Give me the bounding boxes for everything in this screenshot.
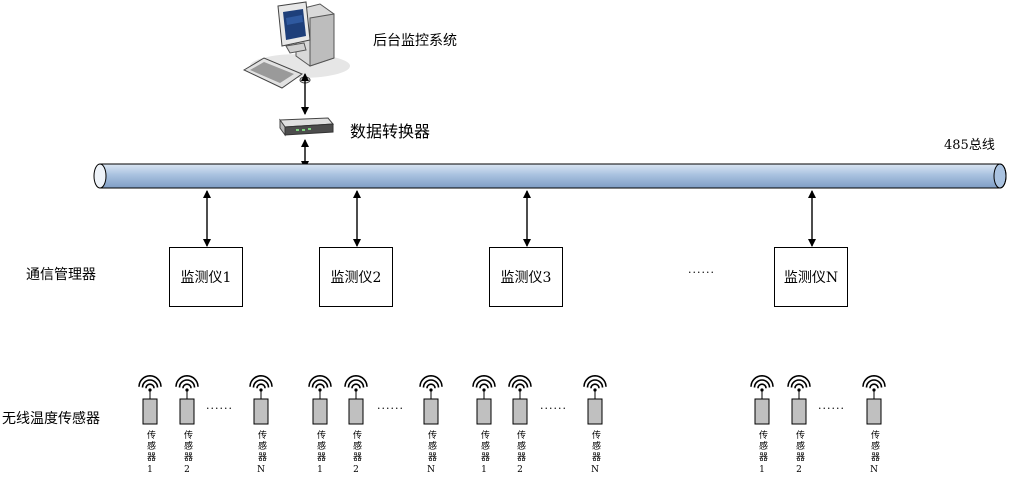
monitor-label: 监测仪1: [180, 270, 232, 286]
monitor-box-2: 监测仪2: [319, 247, 393, 307]
sensor-name-label: 传感器: [794, 430, 804, 463]
sensor-body: [512, 398, 528, 425]
sensor-body: [423, 398, 439, 425]
sensor-body: [348, 398, 364, 425]
sensor-name-label: 传感器: [479, 430, 489, 463]
sensor-ellipsis-1: ······: [206, 402, 233, 415]
sensor-body: [754, 398, 770, 425]
sensor-body: [253, 398, 269, 425]
monitor-box-1: 监测仪1: [169, 247, 243, 307]
sensor-body: [476, 398, 492, 425]
sensor-body: [142, 398, 158, 425]
sensor-body: [587, 398, 603, 425]
wifi-signal-icon: [750, 375, 774, 399]
sensor-body: [179, 398, 195, 425]
wifi-signal-icon: [583, 375, 607, 399]
sensor-id-label: 1: [481, 465, 487, 475]
sensor-id-label: 2: [353, 465, 359, 475]
monitor-box-n: 监测仪N: [774, 247, 848, 307]
sensor-name-label: 传感器: [869, 430, 879, 463]
monitor-label: 监测仪N: [783, 270, 839, 286]
sensor-name-label: 传感器: [315, 430, 325, 463]
sensor-body: [791, 398, 807, 425]
sensor-id-label: N: [870, 465, 878, 475]
wifi-signal-icon: [787, 375, 811, 399]
sensor-id-label: 2: [517, 465, 523, 475]
comm-manager-label: 通信管理器: [26, 267, 96, 283]
backend-system-label: 后台监控系统: [373, 33, 457, 49]
wifi-signal-icon: [308, 375, 332, 399]
sensor-name-label: 传感器: [351, 430, 361, 463]
computer-icon: [242, 1, 350, 89]
sensor-id-label: 1: [317, 465, 323, 475]
sensor-name-label: 传感器: [757, 430, 767, 463]
rs485-bus: [93, 163, 1007, 189]
sensor-ellipsis-4: ······: [818, 402, 845, 415]
sensor-name-label: 传感器: [182, 430, 192, 463]
wifi-signal-icon: [344, 375, 368, 399]
sensor-name-label: 传感器: [256, 430, 266, 463]
sensor-body: [312, 398, 328, 425]
wifi-signal-icon: [508, 375, 532, 399]
sensor-id-label: N: [591, 465, 599, 475]
monitor-label: 监测仪3: [500, 270, 552, 286]
wifi-signal-icon: [249, 375, 273, 399]
wireless-sensors-label: 无线温度传感器: [2, 411, 100, 427]
monitor-label: 监测仪2: [330, 270, 382, 286]
sensor-body: [866, 398, 882, 425]
sensor-name-label: 传感器: [515, 430, 525, 463]
wifi-signal-icon: [472, 375, 496, 399]
wifi-signal-icon: [862, 375, 886, 399]
monitor-box-3: 监测仪3: [489, 247, 563, 307]
wifi-signal-icon: [138, 375, 162, 399]
sensor-name-label: 传感器: [426, 430, 436, 463]
wifi-signal-icon: [419, 375, 443, 399]
monitor-ellipsis: ······: [688, 266, 715, 279]
wifi-signal-icon: [175, 375, 199, 399]
sensor-id-label: 1: [147, 465, 153, 475]
sensor-ellipsis-3: ······: [540, 402, 567, 415]
sensor-id-label: N: [257, 465, 265, 475]
data-converter-icon: [279, 117, 335, 137]
bus-label: 485总线: [944, 138, 995, 153]
sensor-ellipsis-2: ······: [377, 402, 404, 415]
sensor-name-label: 传感器: [145, 430, 155, 463]
sensor-id-label: N: [427, 465, 435, 475]
sensor-id-label: 2: [796, 465, 802, 475]
sensor-id-label: 2: [184, 465, 190, 475]
sensor-name-label: 传感器: [590, 430, 600, 463]
sensor-id-label: 1: [759, 465, 765, 475]
data-converter-label: 数据转换器: [350, 122, 431, 141]
